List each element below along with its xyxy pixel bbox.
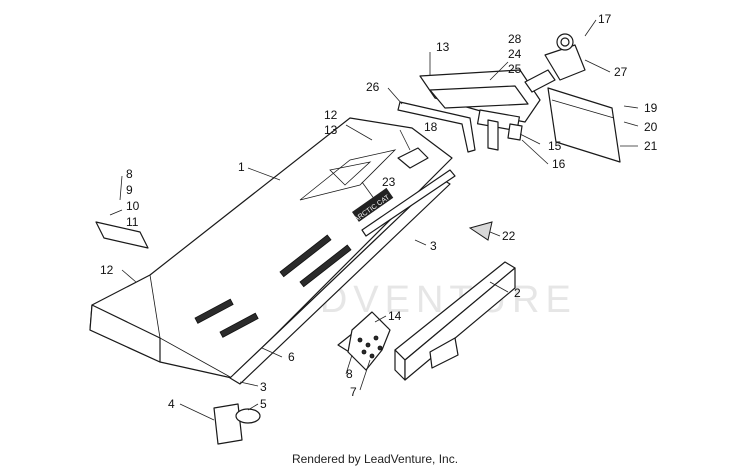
callout-label: 10 (126, 199, 140, 213)
callout-label: 4 (168, 397, 175, 411)
callout-label: 5 (260, 397, 267, 411)
hitch-frame-part[interactable] (397, 69, 541, 153)
callout-label: 7 (350, 385, 357, 399)
callout-label: 25 (508, 62, 522, 76)
reflector-part[interactable] (213, 403, 243, 445)
callout-label: 23 (382, 175, 396, 189)
callout-label: 12 (100, 263, 114, 277)
tunnel-part[interactable] (89, 117, 453, 379)
callout-label: 13 (324, 123, 338, 137)
footer-credit: Rendered by LeadVenture, Inc. (291, 452, 459, 466)
callout-label: 2 (514, 286, 521, 300)
callout-label: 1 (238, 160, 245, 174)
wedge-decal-part[interactable] (468, 221, 493, 241)
callout-label: 28 (508, 32, 522, 46)
callout-label: 14 (388, 309, 402, 323)
callout-label: 12 (324, 108, 338, 122)
callout-label: 22 (502, 229, 516, 243)
callout-label: 3 (430, 239, 437, 253)
hitch-clevis-part[interactable] (524, 33, 586, 93)
callout-label: 6 (288, 350, 295, 364)
cap-part[interactable] (235, 408, 261, 424)
callout-label: 15 (548, 139, 562, 153)
callout-label: 9 (126, 183, 133, 197)
callout-label: 24 (508, 47, 522, 61)
callout-label: 3 (260, 380, 267, 394)
upper-rail-part[interactable] (361, 169, 456, 237)
callout-label: 19 (644, 101, 658, 115)
callout-label: 8 (346, 367, 353, 381)
callout-label: 20 (644, 120, 658, 134)
snow-flap-part[interactable] (547, 87, 621, 163)
callout-labels: 1 2 3 3 4 5 6 7 8 8 9 10 11 12 12 13 13 … (100, 12, 658, 411)
bracket-part[interactable] (394, 261, 516, 381)
callout-label: 17 (598, 12, 612, 26)
callout-label: 11 (126, 215, 139, 229)
small-plate-part[interactable] (397, 147, 429, 169)
callout-label: 13 (436, 40, 450, 54)
callout-label: 26 (366, 80, 380, 94)
footrest-plate-part[interactable] (337, 311, 391, 371)
callout-label: 21 (644, 139, 658, 153)
callout-label: 27 (614, 65, 628, 79)
callout-label: 16 (552, 157, 566, 171)
leader-lines (119, 19, 639, 421)
rear-bracket-part[interactable] (95, 209, 149, 249)
callout-label: 18 (424, 120, 438, 134)
callout-label: 8 (126, 167, 133, 181)
